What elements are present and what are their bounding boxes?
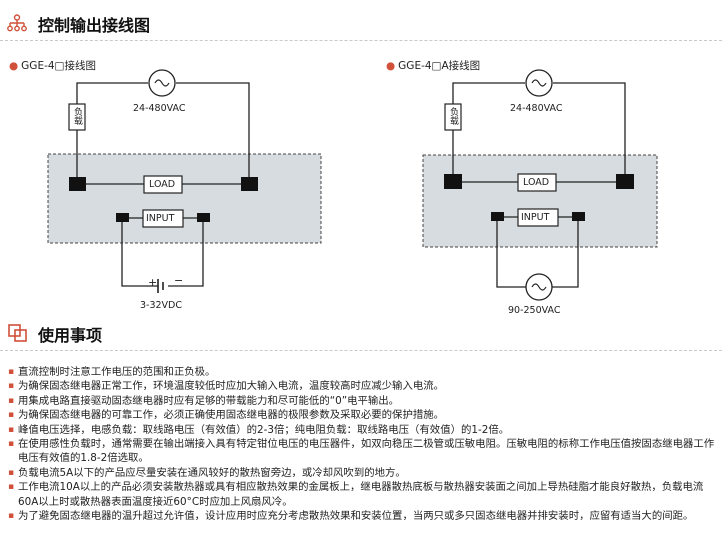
section-divider <box>0 350 722 351</box>
left-wiring-diagram <box>47 69 322 293</box>
note-item: 在使用感性负载时，通常需要在输出端接入具有特定钳位电压的电压器件，如双向稳压二极… <box>8 437 720 466</box>
note-item: 工作电流10A以上的产品必须安装散热器或具有相应散热效果的金属板上，继电器散热底… <box>8 480 720 509</box>
output-terminal-left <box>69 177 86 191</box>
right-input-box-label: INPUT <box>521 212 550 223</box>
note-item: 峰值电压选择，电感负载：取线路电压（有效值）的2-3倍；纯电阻负载：取线路电压（… <box>8 423 720 438</box>
input-terminal-left <box>116 213 129 222</box>
left-input-box-label: INPUT <box>146 213 175 224</box>
note-item: 为确保固态继电器正常工作，环境温度较低时应加大输入电流，温度较高时应减少输入电流… <box>8 379 720 394</box>
note-item: 直流控制时注意工作电压的范围和正负极。 <box>8 365 720 380</box>
note-item: 用集成电路直接驱动固态继电器时应有足够的带载能力和尽可能低的“0”电平输出。 <box>8 394 720 409</box>
section-title-wiring: 控制输出接线图 <box>38 16 151 35</box>
load-box <box>143 175 183 194</box>
bullet-dot: ● <box>386 60 396 72</box>
left-load-box-label: LOAD <box>149 179 176 190</box>
input-terminal-right <box>572 212 585 221</box>
left-plus-sign: + <box>148 276 158 289</box>
load-box <box>517 173 557 192</box>
dc-battery-icon <box>157 279 164 293</box>
right-ac-input-label: 90-250VAC <box>508 305 561 316</box>
right-load-side-label: 负载 <box>448 107 458 125</box>
section-divider <box>0 40 722 41</box>
section-title-usage: 使用事项 <box>38 326 103 345</box>
left-minus-sign: − <box>174 274 184 287</box>
left-dc-label: 3-32VDC <box>140 300 183 311</box>
input-terminal-right <box>197 213 210 222</box>
left-load-side-label: 负载 <box>72 107 82 125</box>
input-box <box>517 208 559 227</box>
note-item: 为确保固态继电器的可靠工作，必须正确使用固态继电器的极限参数及采取必要的保护措施… <box>8 408 720 423</box>
left-diagram-caption: ●GGE-4□接线图 <box>9 58 96 73</box>
relay-body-right <box>422 154 658 248</box>
input-terminal-left <box>491 212 504 221</box>
left-source-label: 24-480VAC <box>133 103 186 114</box>
right-source-label: 24-480VAC <box>510 103 563 114</box>
wiring-diagram-icon <box>7 14 27 32</box>
right-load-box-label: LOAD <box>523 177 550 188</box>
usage-notes-list: 直流控制时注意工作电压的范围和正负极。 为确保固态继电器正常工作，环境温度较低时… <box>8 365 720 524</box>
bullet-dot: ● <box>9 60 19 72</box>
right-diagram-caption: ●GGE-4□A接线图 <box>386 58 480 73</box>
right-wiring-diagram <box>422 69 658 301</box>
input-box <box>142 209 184 228</box>
relay-body-left <box>47 153 322 244</box>
output-terminal-right <box>616 174 634 189</box>
load-resistor <box>444 103 462 131</box>
output-terminal-left <box>444 174 462 189</box>
right-caption-text: GGE-4□A接线图 <box>398 60 481 72</box>
usage-notes-icon <box>8 324 27 342</box>
output-terminal-right <box>241 177 258 191</box>
load-resistor <box>68 103 86 131</box>
left-caption-text: GGE-4□接线图 <box>21 60 96 72</box>
note-item: 为了避免固态继电器的温升超过允许值，设计应用时应充分考虑散热效果和安装位置，当两… <box>8 509 720 524</box>
note-item: 负载电流5A以下的产品应尽量安装在通风较好的散热窗旁边，或冷却风吹到的地方。 <box>8 466 720 481</box>
